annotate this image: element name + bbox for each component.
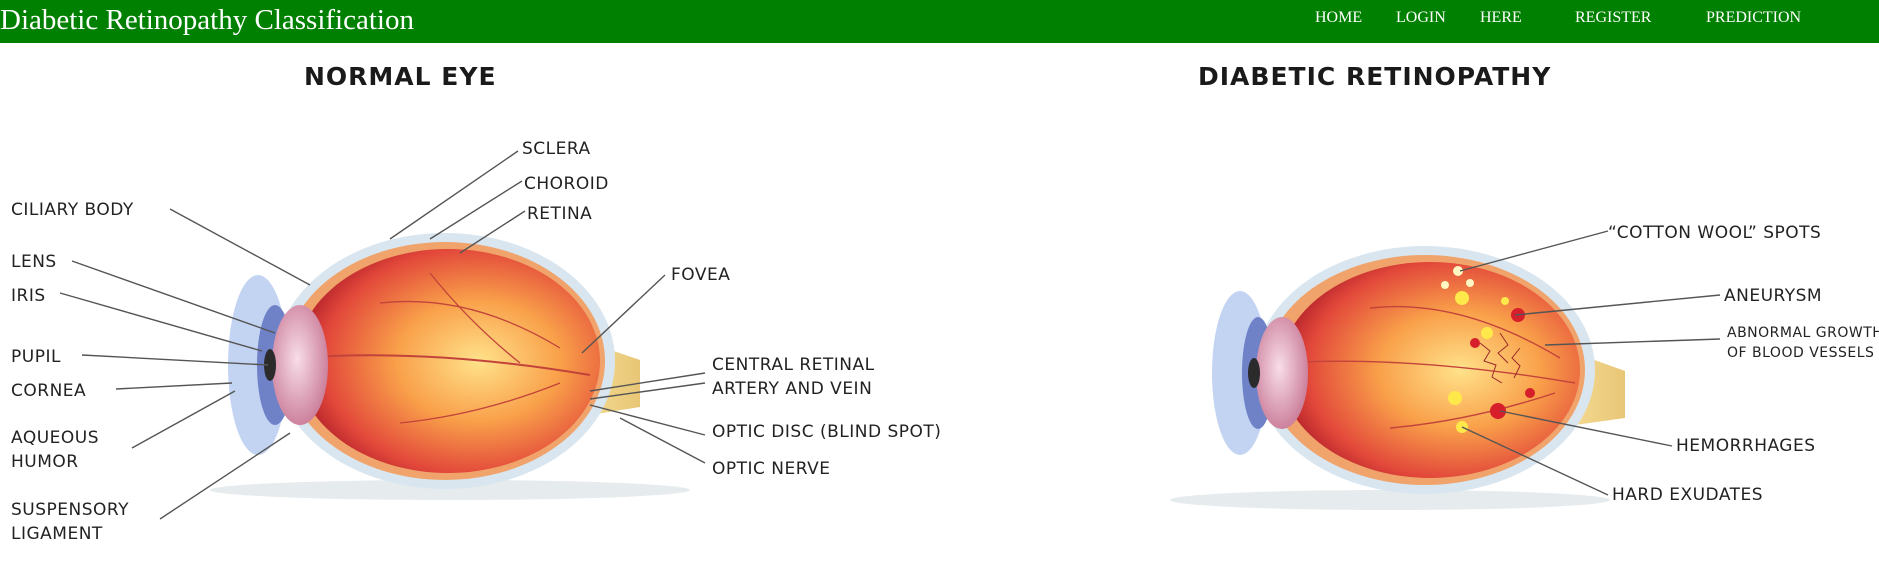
label-iris: IRIS	[11, 286, 46, 306]
label-abnormal-growth: ABNORMAL GROWTH	[1727, 325, 1879, 341]
normal-lens-shape	[272, 305, 328, 425]
diabetic-retinal-vessels	[1279, 305, 1576, 429]
normal-eye-diagram: NORMAL EYE SCLERA CHOROID RETINA CILIARY…	[11, 62, 941, 544]
top-navbar: Diabetic Retinopathy Classification HOME…	[0, 0, 1879, 43]
eye-comparison-illustration: NORMAL EYE SCLERA CHOROID RETINA CILIARY…	[11, 62, 1879, 544]
normal-retina-shape	[296, 249, 600, 473]
diabetic-lens-shape	[1256, 317, 1308, 429]
diabetic-eye-shadow	[1170, 490, 1610, 510]
nav-home-link[interactable]: HOME	[1315, 9, 1363, 26]
diabetic-retinopathy-heading: DIABETIC RETINOPATHY	[1198, 62, 1551, 91]
nav-login-link[interactable]: LOGIN	[1396, 9, 1446, 26]
site-title: Diabetic Retinopathy Classification	[0, 4, 414, 36]
label-ciliary-body: CILIARY BODY	[11, 200, 134, 220]
normal-eye-shadow	[210, 480, 690, 500]
label-suspensory: SUSPENSORY	[11, 500, 129, 520]
normal-pupil-shape	[264, 349, 276, 381]
nav-register-link[interactable]: REGISTER	[1575, 9, 1652, 26]
label-humor: HUMOR	[11, 452, 79, 472]
nav-prediction-link[interactable]: PREDICTION	[1706, 9, 1802, 26]
label-aneurysm: ANEURYSM	[1724, 286, 1822, 306]
label-aqueous: AQUEOUS	[11, 428, 99, 448]
label-lens: LENS	[11, 252, 57, 272]
label-cornea: CORNEA	[11, 381, 86, 401]
nav-here-link[interactable]: HERE	[1480, 9, 1522, 26]
label-optic-disc: OPTIC DISC (BLIND SPOT)	[712, 422, 941, 442]
label-hard-exudates: HARD EXUDATES	[1612, 485, 1763, 505]
label-optic-nerve: OPTIC NERVE	[712, 459, 831, 479]
label-central-retinal: CENTRAL RETINAL	[712, 355, 875, 375]
label-artery-and-vein: ARTERY AND VEIN	[712, 379, 872, 399]
label-of-blood-vessels: OF BLOOD VESSELS	[1727, 345, 1874, 361]
diabetic-pupil-shape	[1248, 358, 1260, 388]
label-sclera: SCLERA	[522, 139, 591, 159]
normal-retinal-vessels	[299, 354, 591, 376]
label-cotton-wool-spots: “COTTON WOOL” SPOTS	[1608, 223, 1821, 243]
label-pupil: PUPIL	[11, 347, 61, 367]
hemorrhage-markers	[1470, 308, 1535, 419]
diabetic-retina-shape	[1280, 262, 1580, 478]
label-retina: RETINA	[527, 204, 592, 224]
cotton-wool-spot-markers	[1441, 266, 1474, 289]
label-ligament: LIGAMENT	[11, 524, 103, 544]
label-fovea: FOVEA	[671, 265, 730, 285]
abnormal-vessel-growth	[1479, 332, 1521, 384]
label-hemorrhages: HEMORRHAGES	[1676, 436, 1816, 456]
normal-eye-heading: NORMAL EYE	[304, 62, 497, 91]
label-choroid: CHOROID	[524, 174, 609, 194]
diabetic-eye-diagram: DIABETIC RETINOPATHY	[1170, 62, 1879, 510]
